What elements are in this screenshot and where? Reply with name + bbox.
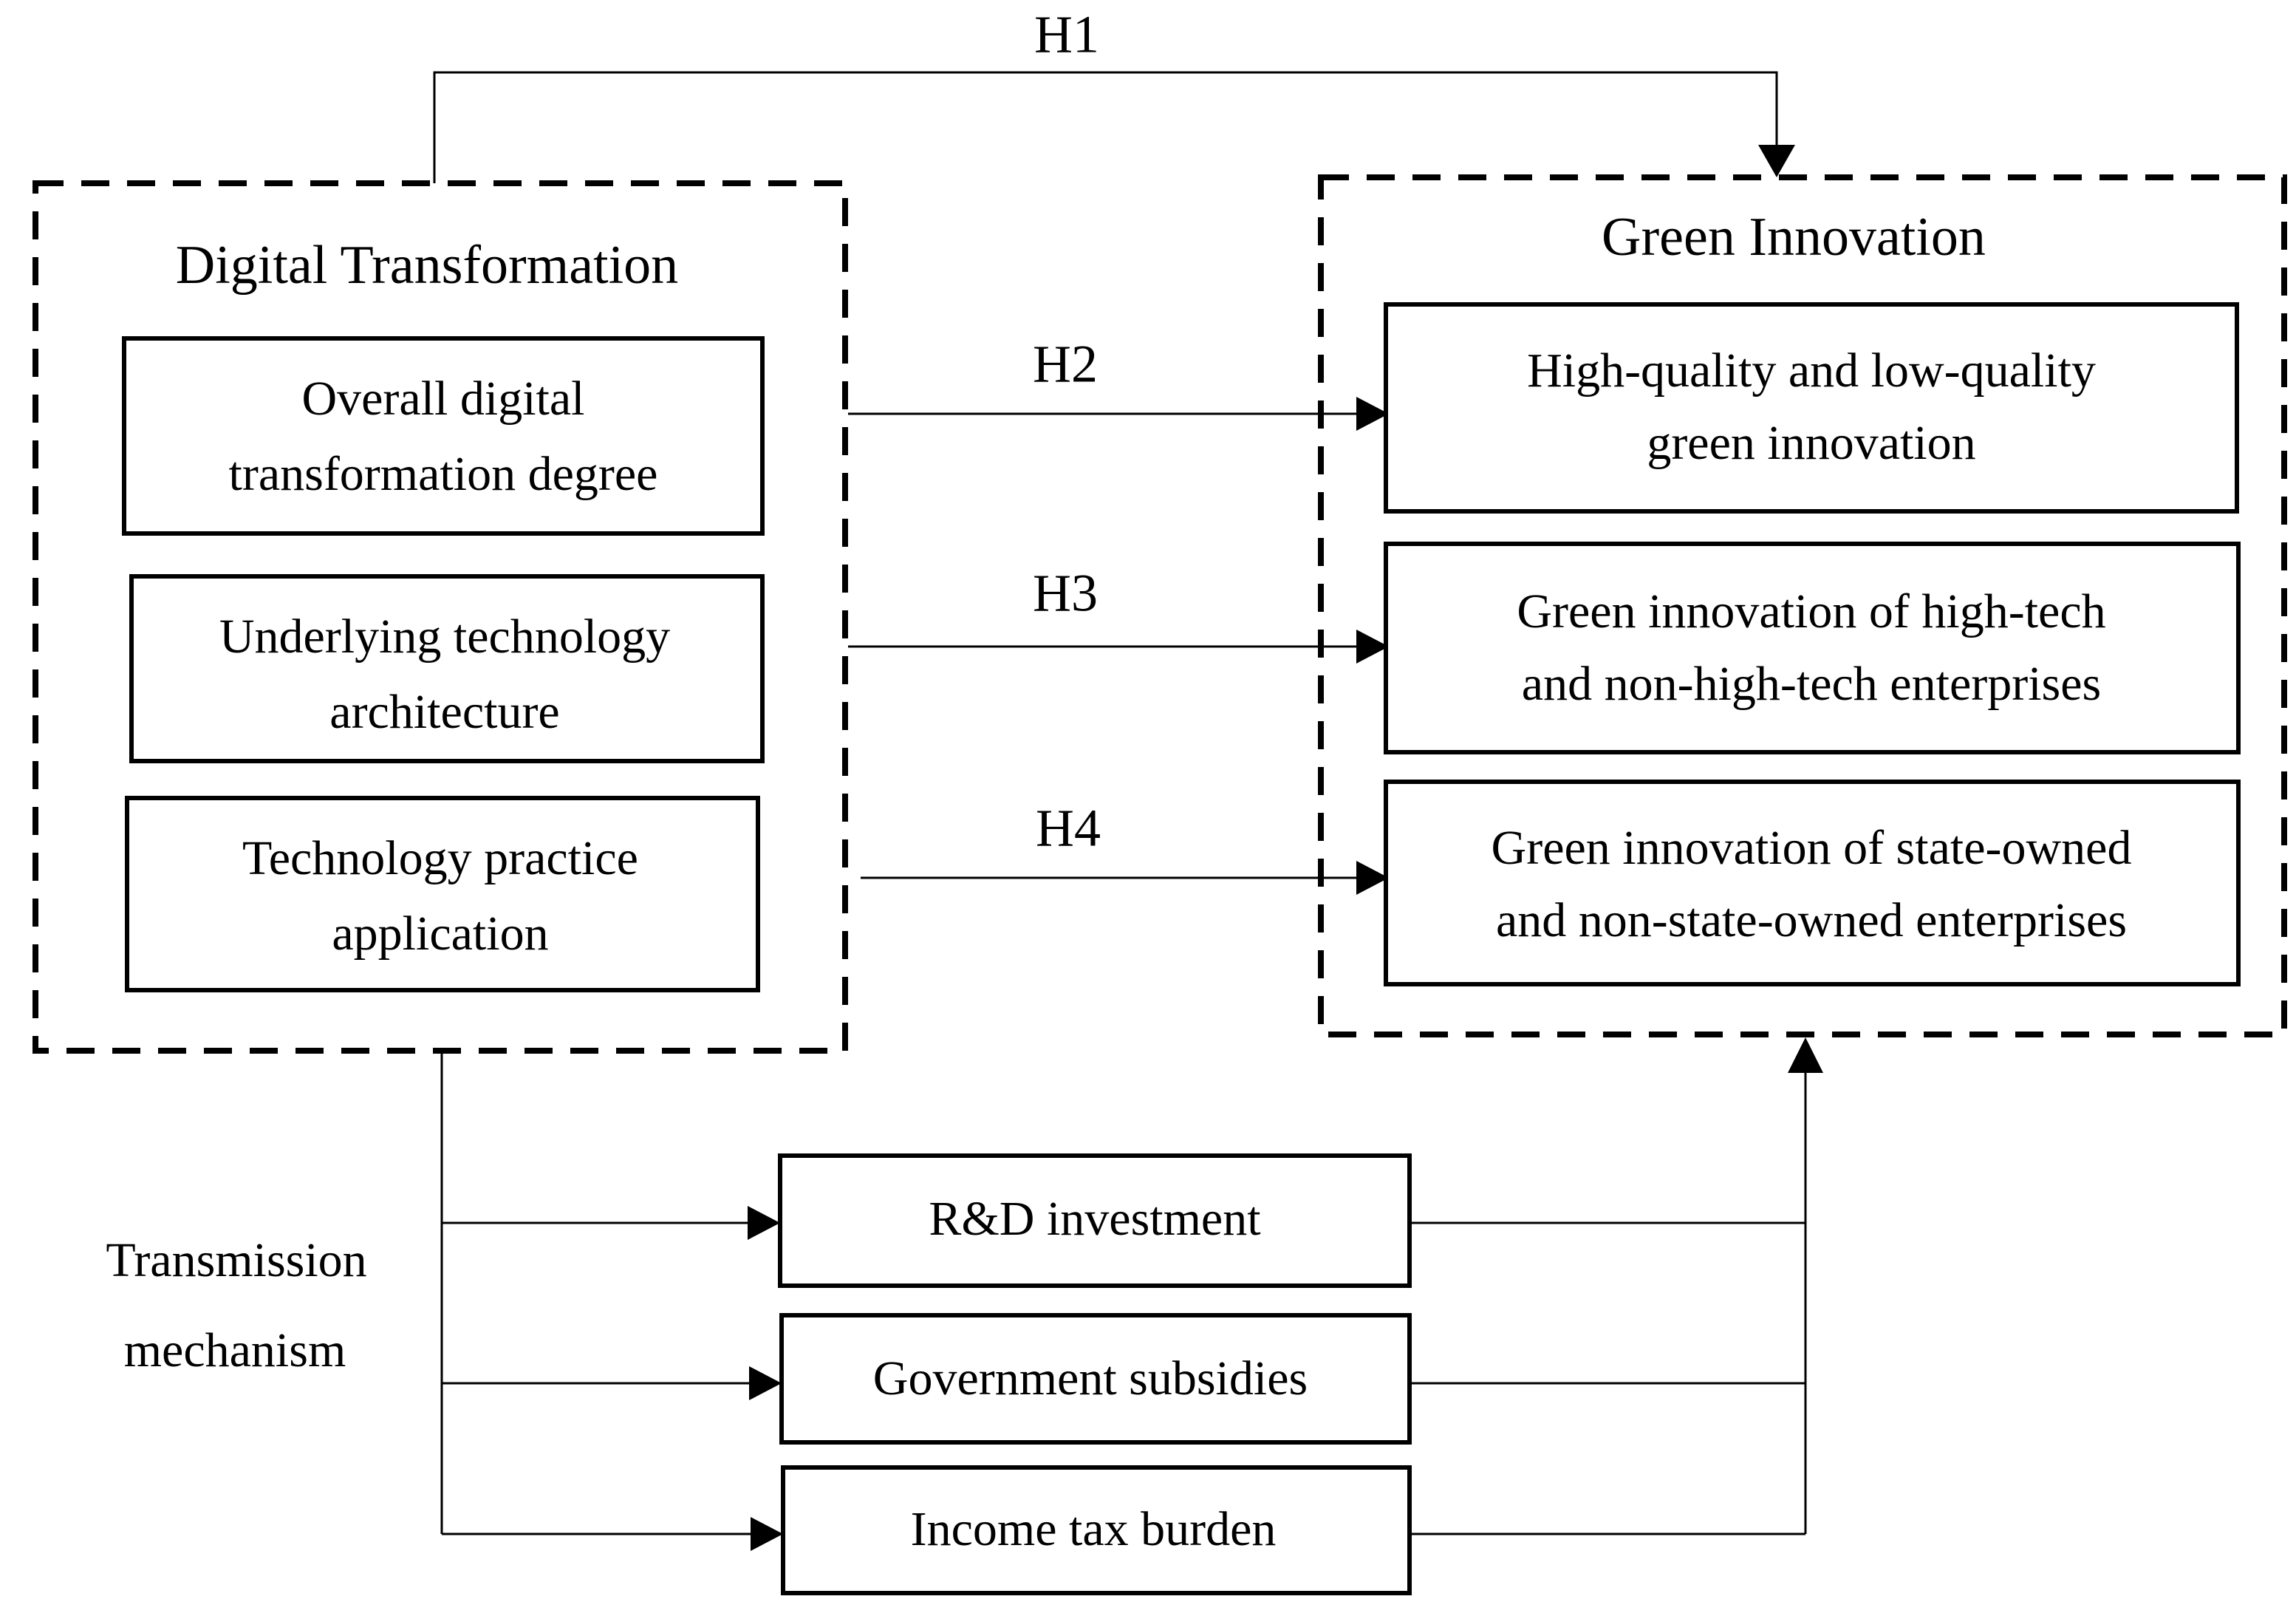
h4-arrowhead	[1356, 861, 1389, 895]
hypothesis-h2-label: H2	[1033, 335, 1098, 394]
gi-box-quality-line1: High-quality and low-quality	[1527, 344, 2096, 398]
dt-box-overall-line1: Overall digital	[301, 372, 584, 426]
gi-box-ownership: Green innovation of state-owned and non-…	[1384, 780, 2241, 986]
dt-box-architecture-line2: architecture	[329, 685, 559, 739]
mechanism-box-tax: Income tax burden	[781, 1465, 1412, 1595]
gi-box-quality: High-quality and low-quality green innov…	[1384, 302, 2239, 514]
hypothesis-h4-label: H4	[1036, 799, 1101, 858]
mechanism-arrowhead-rd	[748, 1206, 780, 1240]
h2-arrowhead	[1356, 397, 1389, 431]
hypothesis-h1-label: H1	[1034, 5, 1099, 64]
mechanism-box-subsidies: Government subsidies	[779, 1313, 1412, 1445]
mechanism-arrowhead-subsidies	[749, 1366, 782, 1400]
mechanism-box-subsidies-text: Government subsidies	[873, 1351, 1308, 1405]
digital-transformation-group	[33, 180, 848, 1054]
gi-box-hightech-line1: Green innovation of high-tech	[1517, 584, 2105, 638]
dt-box-overall: Overall digital transformation degree	[122, 336, 765, 536]
mechanism-box-tax-text: Income tax burden	[911, 1502, 1277, 1556]
mechanism-collector-arrowhead	[1788, 1037, 1823, 1073]
dt-box-application: Technology practice application	[125, 796, 760, 992]
gi-box-hightech: Green innovation of high-tech and non-hi…	[1384, 542, 2241, 754]
gi-box-ownership-line2: and non-state-owned enterprises	[1496, 893, 2127, 947]
dt-box-architecture: Underlying technology architecture	[129, 574, 765, 763]
h1-arrowhead	[1758, 145, 1795, 177]
gi-box-ownership-line1: Green innovation of state-owned	[1492, 821, 2132, 875]
dt-box-application-line1: Technology practice	[242, 831, 638, 885]
hypothesis-h3-label: H3	[1033, 564, 1098, 623]
mechanism-box-rd: R&D investment	[778, 1153, 1412, 1288]
h1-connector	[433, 71, 1778, 183]
h3-arrowhead	[1356, 630, 1389, 664]
dt-box-overall-line2: transformation degree	[229, 447, 658, 501]
green-innovation-group	[1318, 174, 2287, 1037]
green-innovation-title: Green Innovation	[1602, 207, 1986, 267]
mechanism-box-rd-text: R&D investment	[929, 1192, 1260, 1246]
dt-box-architecture-line1: Underlying technology	[219, 610, 670, 664]
digital-transformation-title: Digital Transformation	[176, 235, 678, 296]
mechanism-label-line1: Transmission	[106, 1233, 366, 1287]
gi-box-quality-line2: green innovation	[1647, 416, 1975, 470]
gi-box-hightech-line2: and non-high-tech enterprises	[1522, 657, 2101, 711]
dt-box-application-line2: application	[332, 907, 548, 961]
mechanism-label-line2: mechanism	[124, 1323, 346, 1377]
mechanism-arrowhead-tax	[751, 1517, 783, 1551]
